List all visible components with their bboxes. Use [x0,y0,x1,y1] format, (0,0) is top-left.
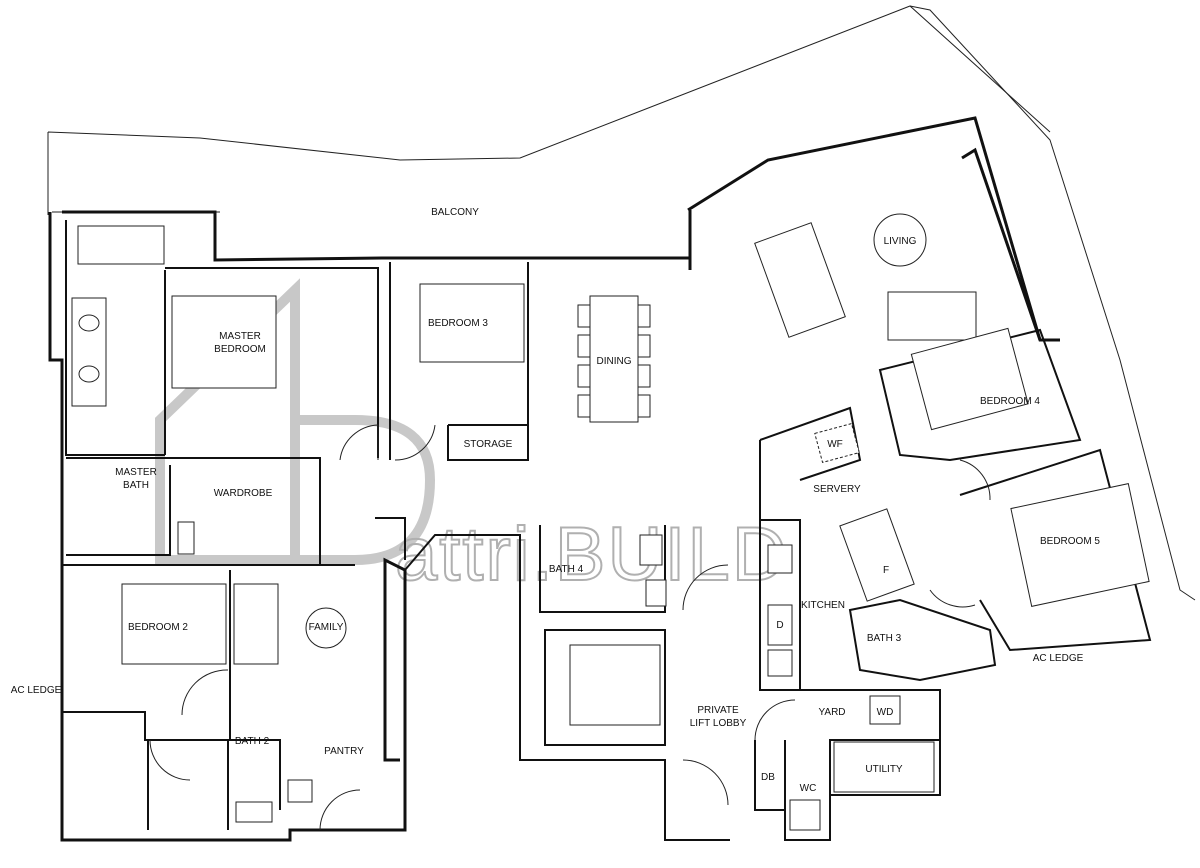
label-wc: WC [800,783,817,794]
label-wardrobe: WARDROBE [214,488,273,499]
interior-walls [62,220,1152,841]
label-bedroom-3: BEDROOM 3 [428,318,488,329]
label-pantry: PANTRY [324,746,364,757]
label-storage: STORAGE [464,439,513,450]
label-private-lift-lobby-line2: LIFT LOBBY [690,718,747,729]
label-ac-ledge-left: AC LEDGE [11,685,62,696]
label-bedroom-2: BEDROOM 2 [128,622,188,633]
label-kitchen: KITCHEN [801,600,845,611]
label-dryer: D [776,620,783,631]
label-bath-3: BATH 3 [867,633,902,644]
room-labels: BALCONY LIVING MASTER BEDROOM BEDROOM 3 … [11,207,1101,794]
label-private-lift-lobby: PRIVATE [697,705,739,716]
label-ac-ledge-right: AC LEDGE [1033,653,1084,664]
label-wd: WD [877,707,894,718]
label-living: LIVING [884,236,917,247]
label-family: FAMILY [309,622,344,633]
label-balcony: BALCONY [431,207,479,218]
label-bedroom-4: BEDROOM 4 [980,396,1040,407]
label-bedroom-5: BEDROOM 5 [1040,536,1100,547]
fixtures [71,213,1150,831]
doors [149,424,991,831]
label-fridge: F [883,565,889,576]
label-master-bath: MASTER [115,467,157,478]
label-master-bedroom-line2: BEDROOM [214,344,266,355]
label-dining: DINING [597,356,632,367]
label-servery: SERVERY [813,484,861,495]
label-db: DB [761,772,775,783]
label-master-bath-line2: BATH [123,480,149,491]
watermark-logo: attri.BUILD [155,278,789,598]
label-utility: UTILITY [865,764,903,775]
label-bath-2: BATH 2 [235,736,270,747]
label-master-bedroom: MASTER [219,331,261,342]
watermark-text: attri.BUILD [395,512,789,597]
label-bath-4: BATH 4 [549,564,584,575]
label-yard: YARD [818,707,845,718]
exterior-walls [48,116,1060,842]
label-wf: WF [827,439,843,450]
